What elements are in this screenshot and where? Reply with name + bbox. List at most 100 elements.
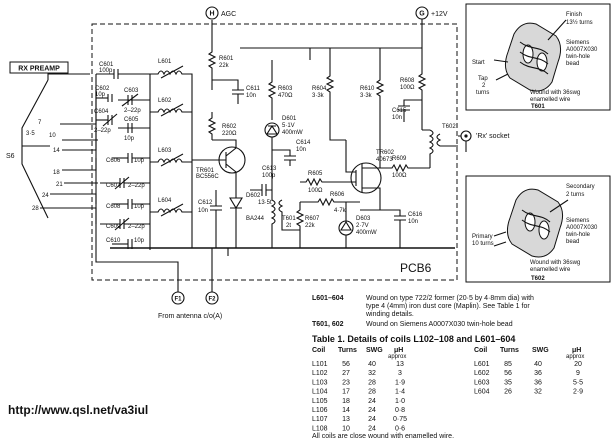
switch-pos-1: 3·5 xyxy=(26,131,35,137)
svg-text:10p: 10p xyxy=(134,238,145,244)
t601-core-1: Siemens xyxy=(566,40,589,46)
t602-core-4: bead xyxy=(566,239,579,245)
svg-text:470Ω: 470Ω xyxy=(278,93,293,99)
svg-text:R604: R604 xyxy=(312,86,327,92)
table-cell-right-r2-c2: 56 xyxy=(504,370,512,377)
svg-text:40673: 40673 xyxy=(376,157,393,163)
svg-text:T602: T602 xyxy=(442,124,456,130)
agc-node: H AGC xyxy=(205,6,236,36)
band-select-wires xyxy=(40,73,98,224)
table-cell-left-r6-c3: 24 xyxy=(368,407,376,414)
table-cell-right-r1-c3: 40 xyxy=(534,361,542,368)
table-header-turns-left: Turns xyxy=(338,347,357,354)
t602-core-2: A0007X030 xyxy=(566,225,598,231)
resistor-r608: R608 100Ω xyxy=(400,60,427,130)
t602-core-1: Siemens xyxy=(566,218,589,224)
svg-text:2–22p: 2–22p xyxy=(128,183,145,189)
t602-primary: Primary xyxy=(472,234,493,240)
trimmer-c603: C603 2–22p xyxy=(118,88,150,114)
capacitor-c613: C613 100p xyxy=(250,166,277,196)
table-title: Table 1. Details of coils L102–108 and L… xyxy=(312,334,515,344)
table-cell-right-r4-c3: 32 xyxy=(534,389,542,396)
table-cell-left-r6-c4: 0·8 xyxy=(395,407,405,414)
table-cell-left-r4-c1: L104 xyxy=(312,389,328,396)
svg-text:R610: R610 xyxy=(360,86,375,92)
table-cell-left-r2-c4: 3 xyxy=(398,370,402,377)
table-cell-right-r3-c2: 35 xyxy=(504,379,512,386)
svg-text:10n: 10n xyxy=(246,93,256,99)
svg-text:R602: R602 xyxy=(222,124,237,130)
table-cell-left-r7-c2: 13 xyxy=(342,416,350,423)
svg-text:400mW: 400mW xyxy=(356,230,377,236)
capacitor-c605: C605 10p xyxy=(118,117,150,142)
svg-text:C601: C601 xyxy=(99,62,114,68)
table-cell-right-r4-c1: L604 xyxy=(474,389,490,396)
table-cell-left-r1-c3: 40 xyxy=(368,361,376,368)
resistor-r609: R609 100Ω xyxy=(380,156,430,179)
table-cell-left-r3-c3: 28 xyxy=(368,379,376,386)
table-cell-left-r2-c3: 32 xyxy=(368,370,376,377)
note-l601-ref: L601–604 xyxy=(312,295,344,302)
table-cell-left-r3-c4: 1·9 xyxy=(395,379,405,386)
capacitor-c601: C601 100p xyxy=(96,62,150,79)
antenna-caption: From antenna c/o(A) xyxy=(158,313,222,320)
diode-d602: D602 BA244 xyxy=(229,190,265,248)
t601-finish-turns: 13½ turns xyxy=(566,19,593,26)
svg-text:100Ω: 100Ω xyxy=(392,173,407,179)
zener-d601: D601 5·1V 400mW xyxy=(264,116,303,190)
table-cell-left-r7-c1: L107 xyxy=(312,416,328,423)
svg-text:C605: C605 xyxy=(124,117,139,123)
svg-text:C607: C607 xyxy=(106,183,121,189)
table-cell-left-r5-c4: 1·0 xyxy=(395,398,405,405)
svg-text:L602: L602 xyxy=(158,98,172,104)
note-l601-line-2: type 4 (4mm) iron dust core (Maplin). Se… xyxy=(366,303,530,310)
table-cell-left-r3-c2: 23 xyxy=(342,379,350,386)
trimmer-c604: C604 2–22p xyxy=(94,109,118,134)
svg-text:C612: C612 xyxy=(198,200,213,206)
svg-text:5·1V: 5·1V xyxy=(282,123,295,129)
capacitor-c615: C615 10n xyxy=(392,99,422,122)
svg-text:10n: 10n xyxy=(198,208,208,214)
t601-core-3: twin-hole xyxy=(566,54,591,60)
svg-text:C610: C610 xyxy=(106,238,121,244)
svg-text:2–22p: 2–22p xyxy=(128,224,145,230)
table-header-coil-left: Coil xyxy=(312,347,325,354)
capacitor-c611: C611 10n xyxy=(212,79,261,104)
svg-text:H: H xyxy=(209,11,214,18)
transformer-t602: T602 xyxy=(422,124,458,168)
capacitor-c608: C608 10p xyxy=(106,199,150,210)
svg-text:C603: C603 xyxy=(124,88,139,94)
coil-l602: L602 xyxy=(150,98,192,117)
svg-text:3·3k: 3·3k xyxy=(312,93,325,99)
svg-text:10n: 10n xyxy=(296,147,306,153)
switch-pos-2: 7 xyxy=(38,120,42,126)
t601-detail-panel: Finish 13½ turns Start Tap 2 turns Sieme… xyxy=(465,3,611,111)
svg-text:100Ω: 100Ω xyxy=(308,188,323,194)
table-cell-right-r2-c4: 9 xyxy=(576,370,580,377)
resistor-r601: R601 22k xyxy=(207,36,234,90)
svg-text:G: G xyxy=(419,11,425,18)
svg-text:C616: C616 xyxy=(408,212,423,218)
svg-text:C613: C613 xyxy=(262,166,277,172)
note-t601-line-1: Wound on Siemens A0007X030 twin-hole bea… xyxy=(366,321,513,328)
t602-wire-2: enamelled wire xyxy=(530,267,571,273)
rx-socket: 'Rx' socket xyxy=(458,130,509,152)
resistor-r603: R603 470Ω xyxy=(267,60,293,120)
t602-secondary: Secondary xyxy=(566,184,595,190)
f1-node: F1 xyxy=(95,250,185,305)
svg-text:AGC: AGC xyxy=(221,11,236,18)
svg-text:2–22p: 2–22p xyxy=(124,108,141,114)
t602-wire-1: Wound with 36swg xyxy=(530,260,580,266)
t601-wire-1: Wound with 36swg xyxy=(530,90,580,96)
resistor-r604: R604 3·3k xyxy=(312,60,346,141)
table-cell-right-r1-c1: L601 xyxy=(474,361,490,368)
svg-text:C615: C615 xyxy=(392,108,407,114)
svg-text:TR602: TR602 xyxy=(376,150,395,156)
table-approx-right: approx xyxy=(566,354,584,360)
svg-text:C608: C608 xyxy=(106,204,121,210)
t601-finish: Finish xyxy=(566,12,582,18)
svg-text:10p: 10p xyxy=(134,158,145,164)
t601-tap-turns: 2 xyxy=(482,83,486,89)
table-cell-left-r6-c1: L106 xyxy=(312,407,328,414)
resistor-r602: R602 220Ω xyxy=(207,112,237,140)
